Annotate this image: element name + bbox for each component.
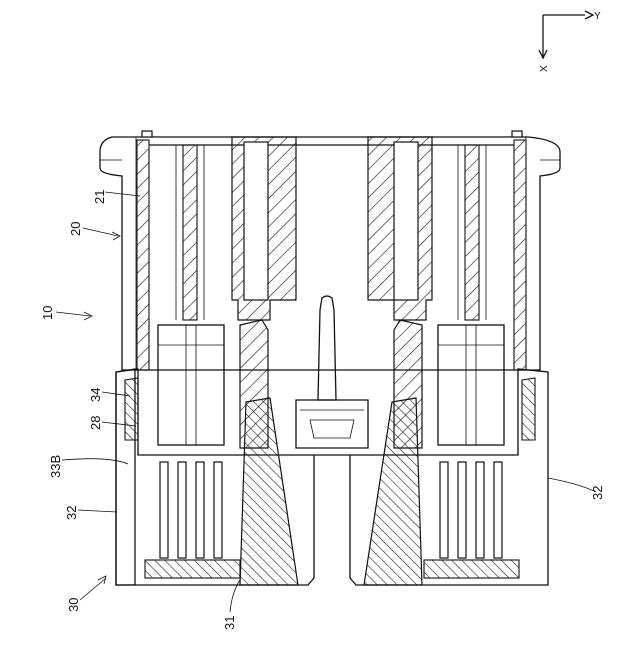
left-lower-pins [160, 462, 222, 558]
base-31 [145, 560, 240, 578]
y-arrow-icon [585, 11, 593, 19]
y-axis-label: Y [594, 11, 601, 22]
label-32-left: 32 [64, 506, 79, 520]
label-31: 31 [222, 616, 237, 630]
right-lower-pins [440, 462, 502, 558]
center-pin [318, 296, 336, 400]
label-28: 28 [88, 416, 103, 430]
x-axis-label: X [539, 65, 550, 72]
right-wall [514, 140, 526, 370]
label-30: 30 [66, 598, 81, 612]
axis-indicator: Y X [539, 11, 601, 72]
label-10: 10 [40, 306, 55, 320]
left-wedge [240, 398, 298, 585]
lock-34 [125, 378, 138, 440]
label-33b: 33B [48, 455, 63, 478]
left-wall [137, 140, 149, 370]
housing-30 [116, 369, 548, 585]
housing-20 [100, 131, 560, 448]
label-32-right: 32 [590, 486, 605, 500]
right-wedge [364, 398, 422, 585]
right-terminal-box [438, 325, 504, 445]
housing-20-outline [100, 137, 560, 370]
label-21: 21 [92, 190, 107, 204]
left-terminal-box [158, 325, 224, 445]
label-20: 20 [68, 222, 83, 236]
label-34: 34 [88, 388, 103, 402]
